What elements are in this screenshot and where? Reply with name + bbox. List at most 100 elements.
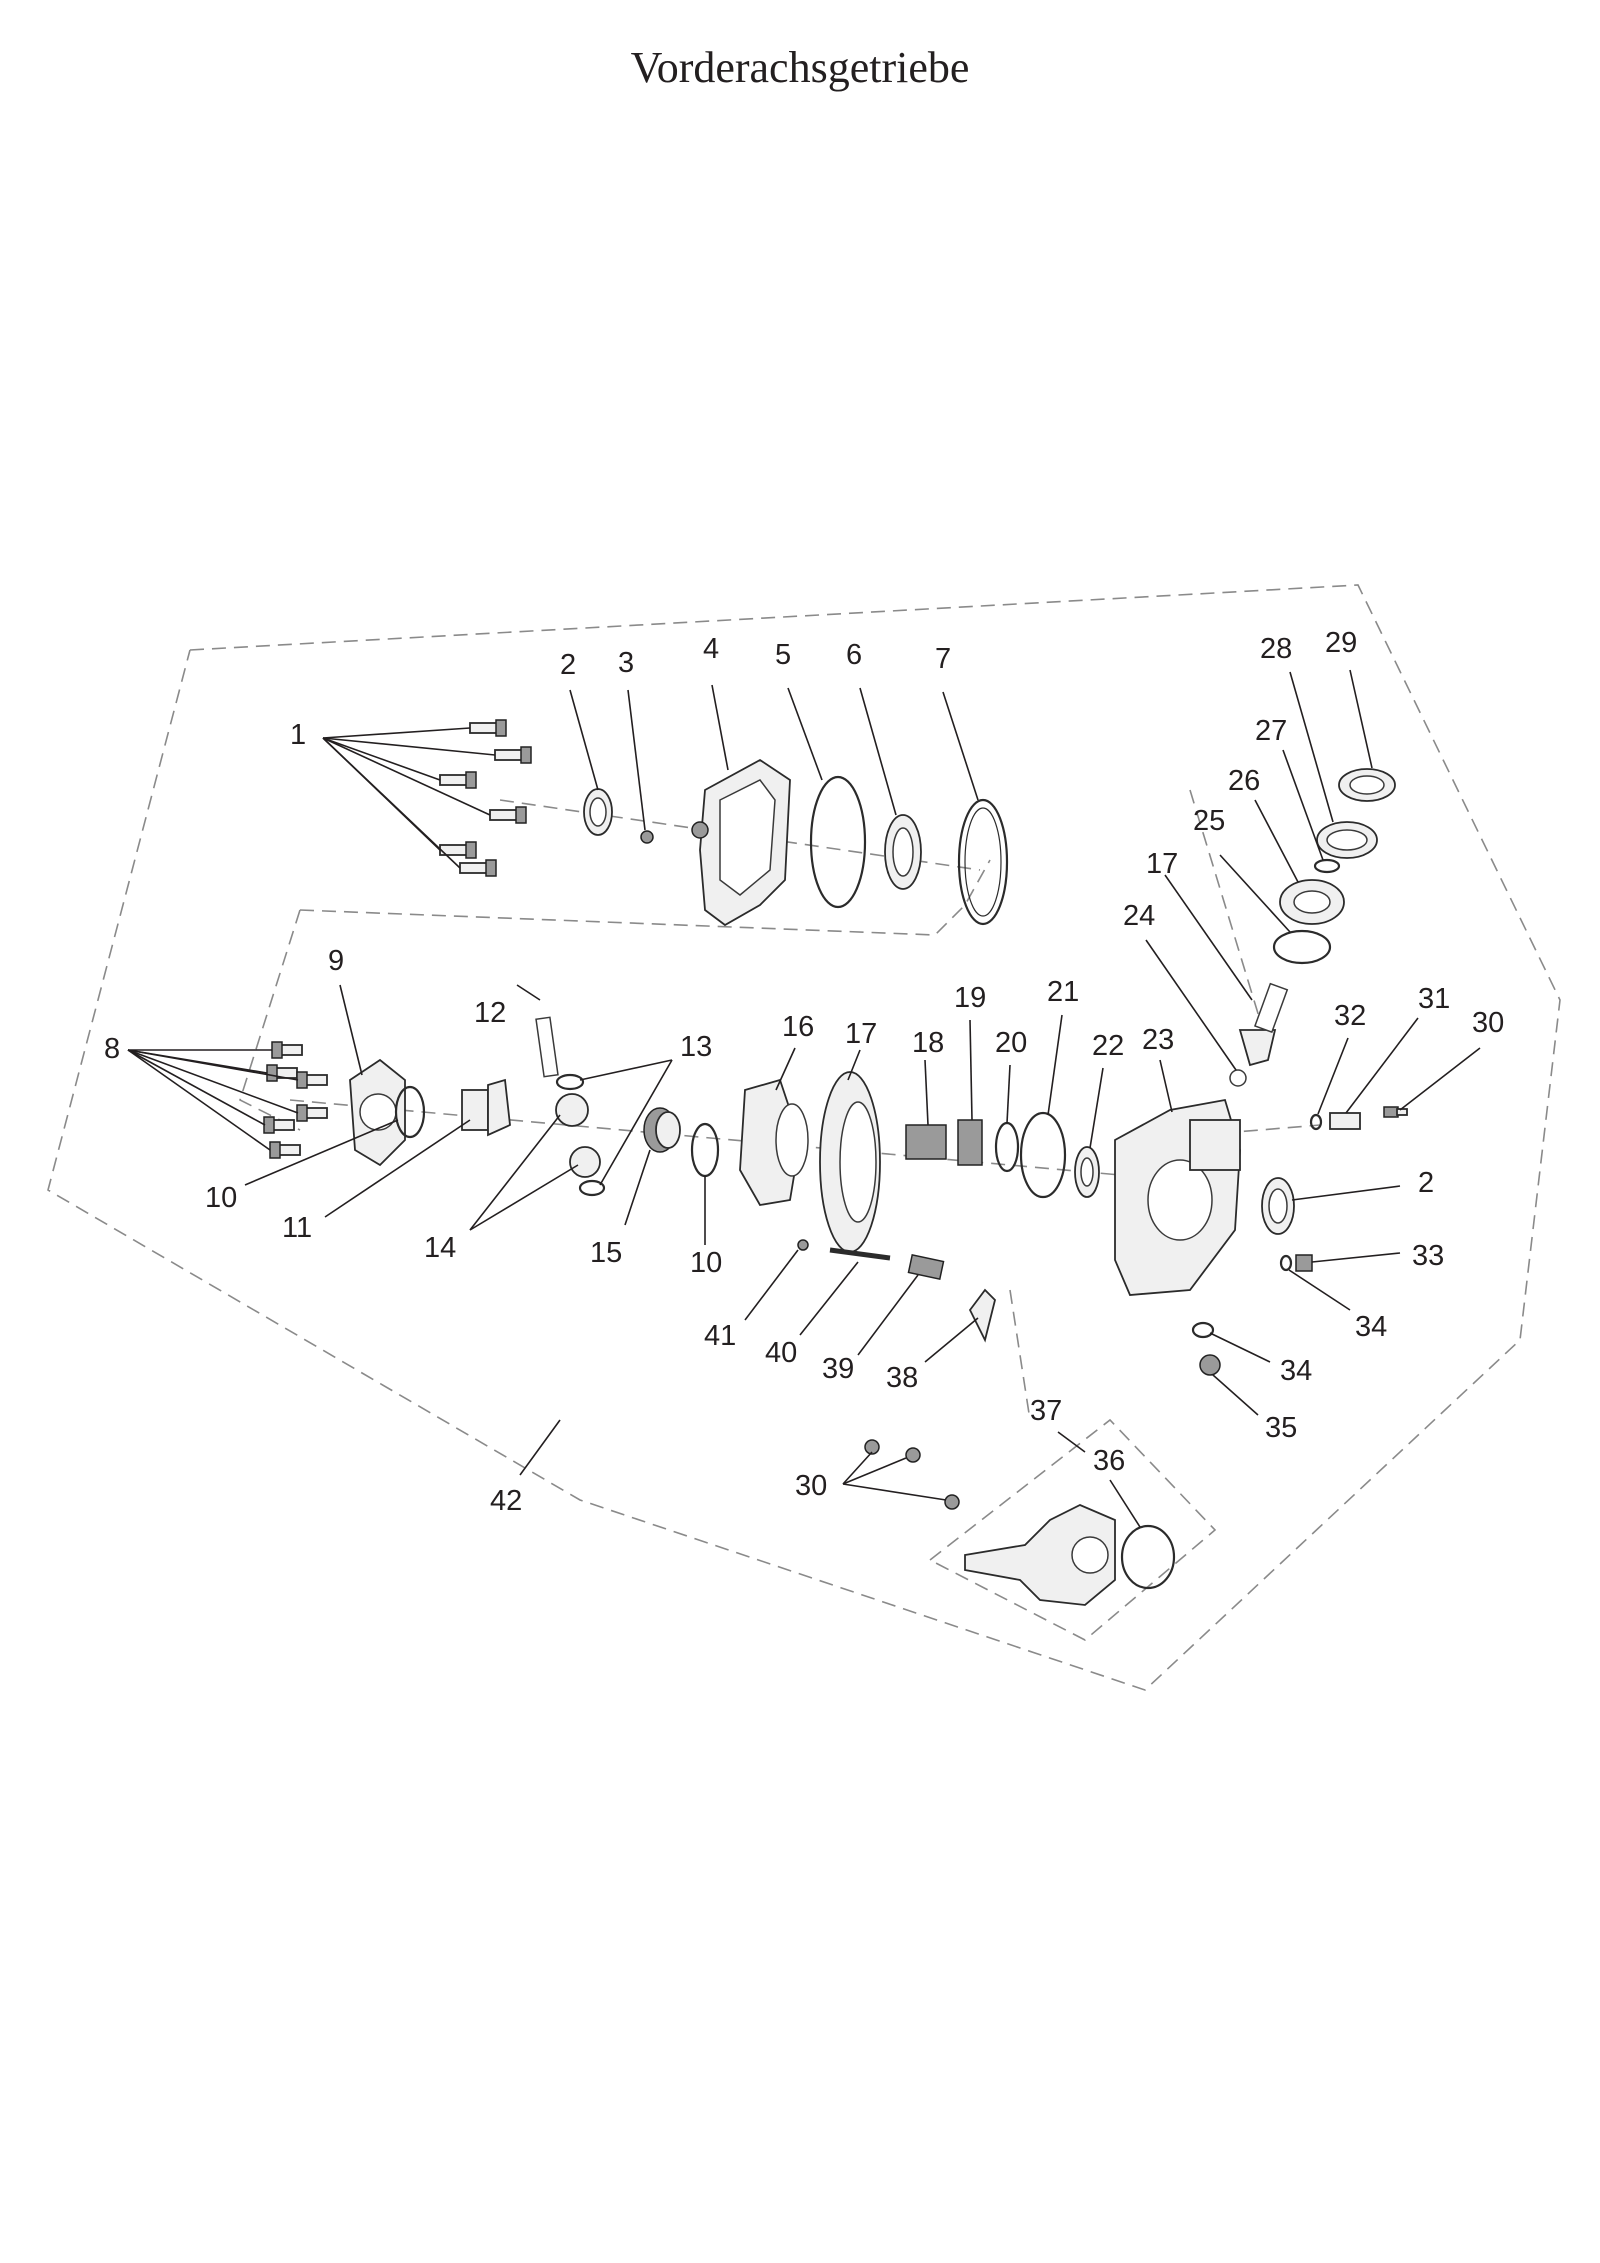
o-ring-25 — [1272, 929, 1332, 965]
spider-gear-14 — [569, 1146, 606, 1197]
callout-10-right: 10 — [690, 1247, 722, 1279]
leader-lines — [127, 669, 1481, 1528]
o-ring-36 — [1120, 1524, 1176, 1590]
ring-gear-17 — [819, 1071, 881, 1253]
callout-8: 8 — [104, 1033, 120, 1065]
assembly-boundary-inner — [299, 859, 991, 936]
callout-30-right: 30 — [1472, 1007, 1504, 1039]
assembly-boundary-inner-2 — [239, 909, 301, 1131]
shift-rod-40 — [829, 1247, 891, 1261]
seal-29 — [1338, 768, 1396, 802]
callout-18: 18 — [912, 1027, 944, 1059]
washer-34-lower — [1191, 1321, 1215, 1339]
callout-26: 26 — [1228, 765, 1260, 797]
shaft-seal-2-right — [1261, 1177, 1295, 1235]
pinion-gear-17 — [1238, 982, 1289, 1067]
callout-22: 22 — [1092, 1030, 1124, 1062]
bearing-6 — [884, 814, 922, 890]
callout-24: 24 — [1123, 900, 1155, 932]
side-gear-11 — [461, 1078, 511, 1137]
sleeve-21 — [1019, 1111, 1067, 1199]
shaft-seal-2-left — [583, 788, 613, 836]
callout-7: 7 — [935, 643, 951, 675]
plug-35 — [1199, 1354, 1221, 1376]
callout-36: 36 — [1093, 1445, 1125, 1477]
callout-9: 9 — [328, 945, 344, 977]
callout-15: 15 — [590, 1237, 622, 1269]
diff-case-cover-9 — [349, 1058, 406, 1167]
callout-6: 6 — [846, 639, 862, 671]
axis-line-middle — [289, 1099, 1121, 1176]
callout-31: 31 — [1418, 983, 1450, 1015]
o-ring-5 — [809, 775, 867, 909]
axis-line-pinion — [1189, 789, 1261, 1021]
callout-14: 14 — [424, 1232, 456, 1264]
ring-20 — [994, 1121, 1020, 1173]
callout-4: 4 — [703, 633, 719, 665]
bolt-set-30-lower — [864, 1439, 960, 1510]
assembly-boundary-outer — [47, 584, 1561, 1691]
coupling-hub-18 — [905, 1124, 947, 1160]
spider-gear-13 — [555, 1073, 589, 1127]
callout-23: 23 — [1142, 1024, 1174, 1056]
callout-34-lower: 34 — [1280, 1355, 1312, 1387]
bolt-30-right — [1383, 1106, 1408, 1118]
axis-line-right — [1199, 1124, 1321, 1136]
pinion-shaft-12 — [535, 1016, 559, 1078]
washer-32 — [1309, 1113, 1323, 1131]
plug-33 — [1295, 1254, 1313, 1272]
callout-30-lower: 30 — [795, 1470, 827, 1502]
callout-41: 41 — [704, 1320, 736, 1352]
differential-case-16 — [739, 1078, 809, 1206]
bearing-26 — [1279, 879, 1345, 925]
callout-20: 20 — [995, 1027, 1027, 1059]
main-housing-23 — [1114, 1098, 1241, 1296]
callout-40: 40 — [765, 1337, 797, 1369]
shifter-boundary — [929, 1418, 1217, 1641]
callout-34-upper: 34 — [1355, 1311, 1387, 1343]
bearing-22 — [1074, 1146, 1100, 1198]
callout-28: 28 — [1260, 633, 1292, 665]
shift-fork-38 — [968, 1288, 996, 1343]
side-gear-15 — [643, 1107, 681, 1153]
shim-10-right — [690, 1122, 720, 1178]
callout-16: 16 — [782, 1011, 814, 1043]
callout-35: 35 — [1265, 1412, 1297, 1444]
sensor-31 — [1329, 1112, 1361, 1130]
callout-12: 12 — [474, 997, 506, 1029]
callout-10-left: 10 — [205, 1182, 237, 1214]
callout-17-pinion: 17 — [1146, 848, 1178, 880]
callout-3: 3 — [618, 647, 634, 679]
plug-24 — [1229, 1069, 1247, 1087]
callout-39: 39 — [822, 1353, 854, 1385]
shift-actuator-37 — [964, 1504, 1116, 1606]
callout-1: 1 — [290, 719, 306, 751]
axis-line-lower — [1009, 1289, 1031, 1421]
callout-2-right: 2 — [1418, 1167, 1434, 1199]
housing-cover-4 — [691, 758, 791, 927]
callout-17-ring: 17 — [845, 1018, 877, 1050]
callout-5: 5 — [775, 639, 791, 671]
callout-25: 25 — [1193, 805, 1225, 837]
roller-bearing-19 — [957, 1119, 983, 1166]
callout-13: 13 — [680, 1031, 712, 1063]
callout-32: 32 — [1334, 1000, 1366, 1032]
callout-38: 38 — [886, 1362, 918, 1394]
callout-33: 33 — [1412, 1240, 1444, 1272]
callout-11: 11 — [282, 1212, 312, 1244]
washer-34-upper — [1279, 1254, 1293, 1272]
page-title: Vorderachsgetriebe — [630, 43, 970, 92]
shim-10-left — [394, 1085, 426, 1139]
ring-27 — [1313, 858, 1341, 874]
callout-29: 29 — [1325, 627, 1357, 659]
callout-19: 19 — [954, 982, 986, 1014]
spring-39 — [907, 1253, 945, 1281]
seal-28 — [1316, 821, 1378, 859]
callout-2: 2 — [560, 649, 576, 681]
ball-41 — [797, 1239, 809, 1251]
callout-21: 21 — [1047, 976, 1079, 1008]
callout-27: 27 — [1255, 715, 1287, 747]
callout-42: 42 — [490, 1485, 522, 1517]
shim-ring-7 — [957, 798, 1009, 926]
